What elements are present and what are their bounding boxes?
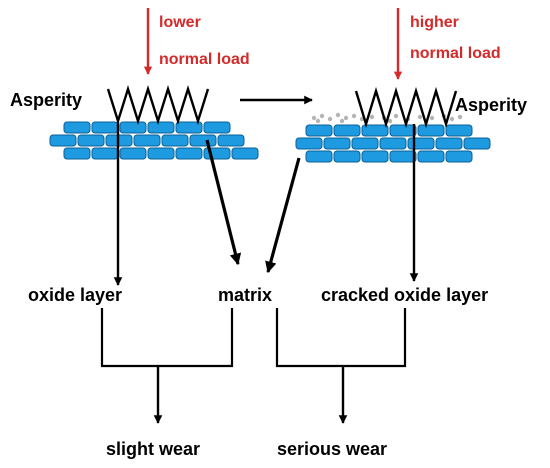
oxide-brick [91, 147, 119, 160]
oxide-brick [361, 124, 389, 137]
oxide-brick [389, 124, 417, 137]
oxide-brick [417, 124, 445, 137]
oxide-brick [295, 137, 323, 150]
debris-particle [339, 118, 345, 124]
oxide-brick [333, 124, 361, 137]
label-matrix: matrix [218, 285, 272, 305]
label-asperity-right: Asperity [455, 95, 527, 115]
oxide-brick [231, 147, 259, 160]
oxide-brick [305, 150, 333, 163]
oxide-brick [379, 137, 407, 150]
oxide-brick [91, 121, 119, 134]
oxide-brick [217, 134, 245, 147]
oxide-brick [389, 150, 417, 163]
oxide-brick [351, 137, 379, 150]
debris-particle [351, 113, 357, 119]
oxide-brick [133, 134, 161, 147]
oxide-brick [147, 147, 175, 160]
oxide-brick [435, 137, 463, 150]
debris-particle [319, 113, 325, 119]
bracket-slight-wear [100, 308, 234, 368]
asperity-zigzag-right [354, 86, 458, 129]
arrow-left-to-matrix [205, 139, 242, 266]
asperity-zigzag-left [106, 84, 210, 126]
oxide-brick [417, 150, 445, 163]
oxide-brick [147, 121, 175, 134]
debris-particle [457, 114, 463, 120]
label-lower: lower [159, 14, 201, 31]
debris-particle [315, 118, 321, 124]
label-cracked-oxide-layer: cracked oxide layer [321, 285, 488, 305]
oxide-brick-layer-left [49, 121, 259, 160]
bracket-serious-wear [275, 308, 407, 368]
oxide-brick [361, 150, 389, 163]
debris-particle [343, 115, 349, 121]
debris-particle [449, 116, 455, 122]
label-normal-load-right: normal load [410, 45, 501, 62]
oxide-brick [161, 134, 189, 147]
label-slight-wear: slight wear [106, 439, 200, 459]
oxide-brick [463, 137, 491, 150]
debris-particle [369, 114, 375, 120]
oxide-brick [305, 124, 333, 137]
oxide-brick [49, 134, 77, 147]
oxide-brick [333, 150, 361, 163]
debris-particle [387, 118, 393, 124]
debris-particle [417, 114, 423, 120]
oxide-brick [189, 134, 217, 147]
oxide-brick [445, 150, 473, 163]
oxide-brick [63, 147, 91, 160]
oxide-brick [323, 137, 351, 150]
oxide-brick [119, 147, 147, 160]
oxide-brick [175, 147, 203, 160]
debris-particle [327, 116, 333, 122]
debris-particle [335, 112, 341, 118]
oxide-brick [175, 121, 203, 134]
oxide-brick [203, 121, 231, 134]
arrow-right-to-matrix [265, 157, 301, 274]
cracked-oxide-brick-layer-right [295, 124, 491, 163]
oxide-brick [77, 134, 105, 147]
label-higher: higher [410, 14, 459, 31]
oxide-brick [119, 121, 147, 134]
debris-particle [393, 113, 399, 119]
debris-particle [429, 115, 435, 121]
label-asperity-left: Asperity [10, 90, 82, 110]
label-oxide-layer: oxide layer [28, 285, 122, 305]
label-serious-wear: serious wear [277, 439, 387, 459]
debris-particle [311, 115, 317, 121]
label-normal-load-left: normal load [159, 51, 250, 68]
oxide-brick [445, 124, 473, 137]
oxide-brick [407, 137, 435, 150]
oxide-brick [63, 121, 91, 134]
